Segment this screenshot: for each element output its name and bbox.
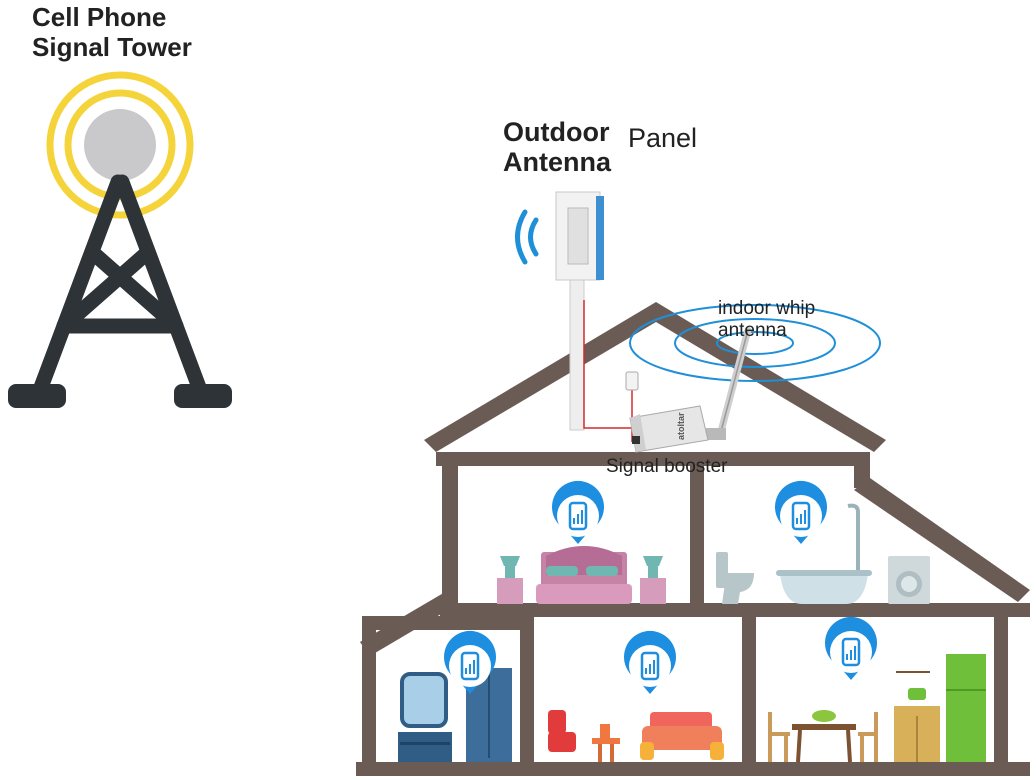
outdoor-waves <box>515 209 539 265</box>
phone-signal-pin-icon <box>552 480 604 544</box>
living-room <box>548 710 724 762</box>
indoor-whip-label-line-1: indoor whip <box>718 298 816 319</box>
outdoor-antenna-label-line-2: Antenna <box>503 147 611 177</box>
house-frame <box>356 302 1030 776</box>
tower-label: Cell Phone Signal Tower <box>32 2 192 62</box>
phone-signal-pin-icon <box>775 480 827 544</box>
indoor-whip-label-line-2: antenna <box>718 320 787 341</box>
antenna-cable <box>583 300 640 442</box>
panel-antenna-icon <box>555 191 604 431</box>
phone-signal-pin-icon <box>825 616 878 680</box>
phone-signal-pin-icon <box>444 630 496 694</box>
kitchen-room <box>768 654 986 763</box>
signal-booster-icon: atoltar <box>625 371 709 453</box>
whip-antenna-icon <box>706 326 752 440</box>
outdoor-antenna-label: Outdoor Antenna <box>503 117 611 177</box>
bedroom-room <box>497 546 666 604</box>
bathroom-room <box>716 503 930 604</box>
tower-label-line-1: Cell Phone <box>32 2 167 32</box>
phone-signal-pin-icon <box>624 630 676 694</box>
outdoor-antenna-label-line-1: Outdoor <box>503 117 610 147</box>
tower-label-line-2: Signal Tower <box>32 32 192 62</box>
panel-label: Panel <box>628 123 698 153</box>
indoor-whip-label: indoor whip antenna <box>718 298 815 342</box>
cell-tower-icon <box>8 71 232 408</box>
indoor-whip-waves <box>629 304 881 382</box>
hall-room <box>398 668 512 762</box>
booster-brand-text: atoltar <box>676 412 686 440</box>
signal-booster-label: Signal booster <box>606 456 728 477</box>
